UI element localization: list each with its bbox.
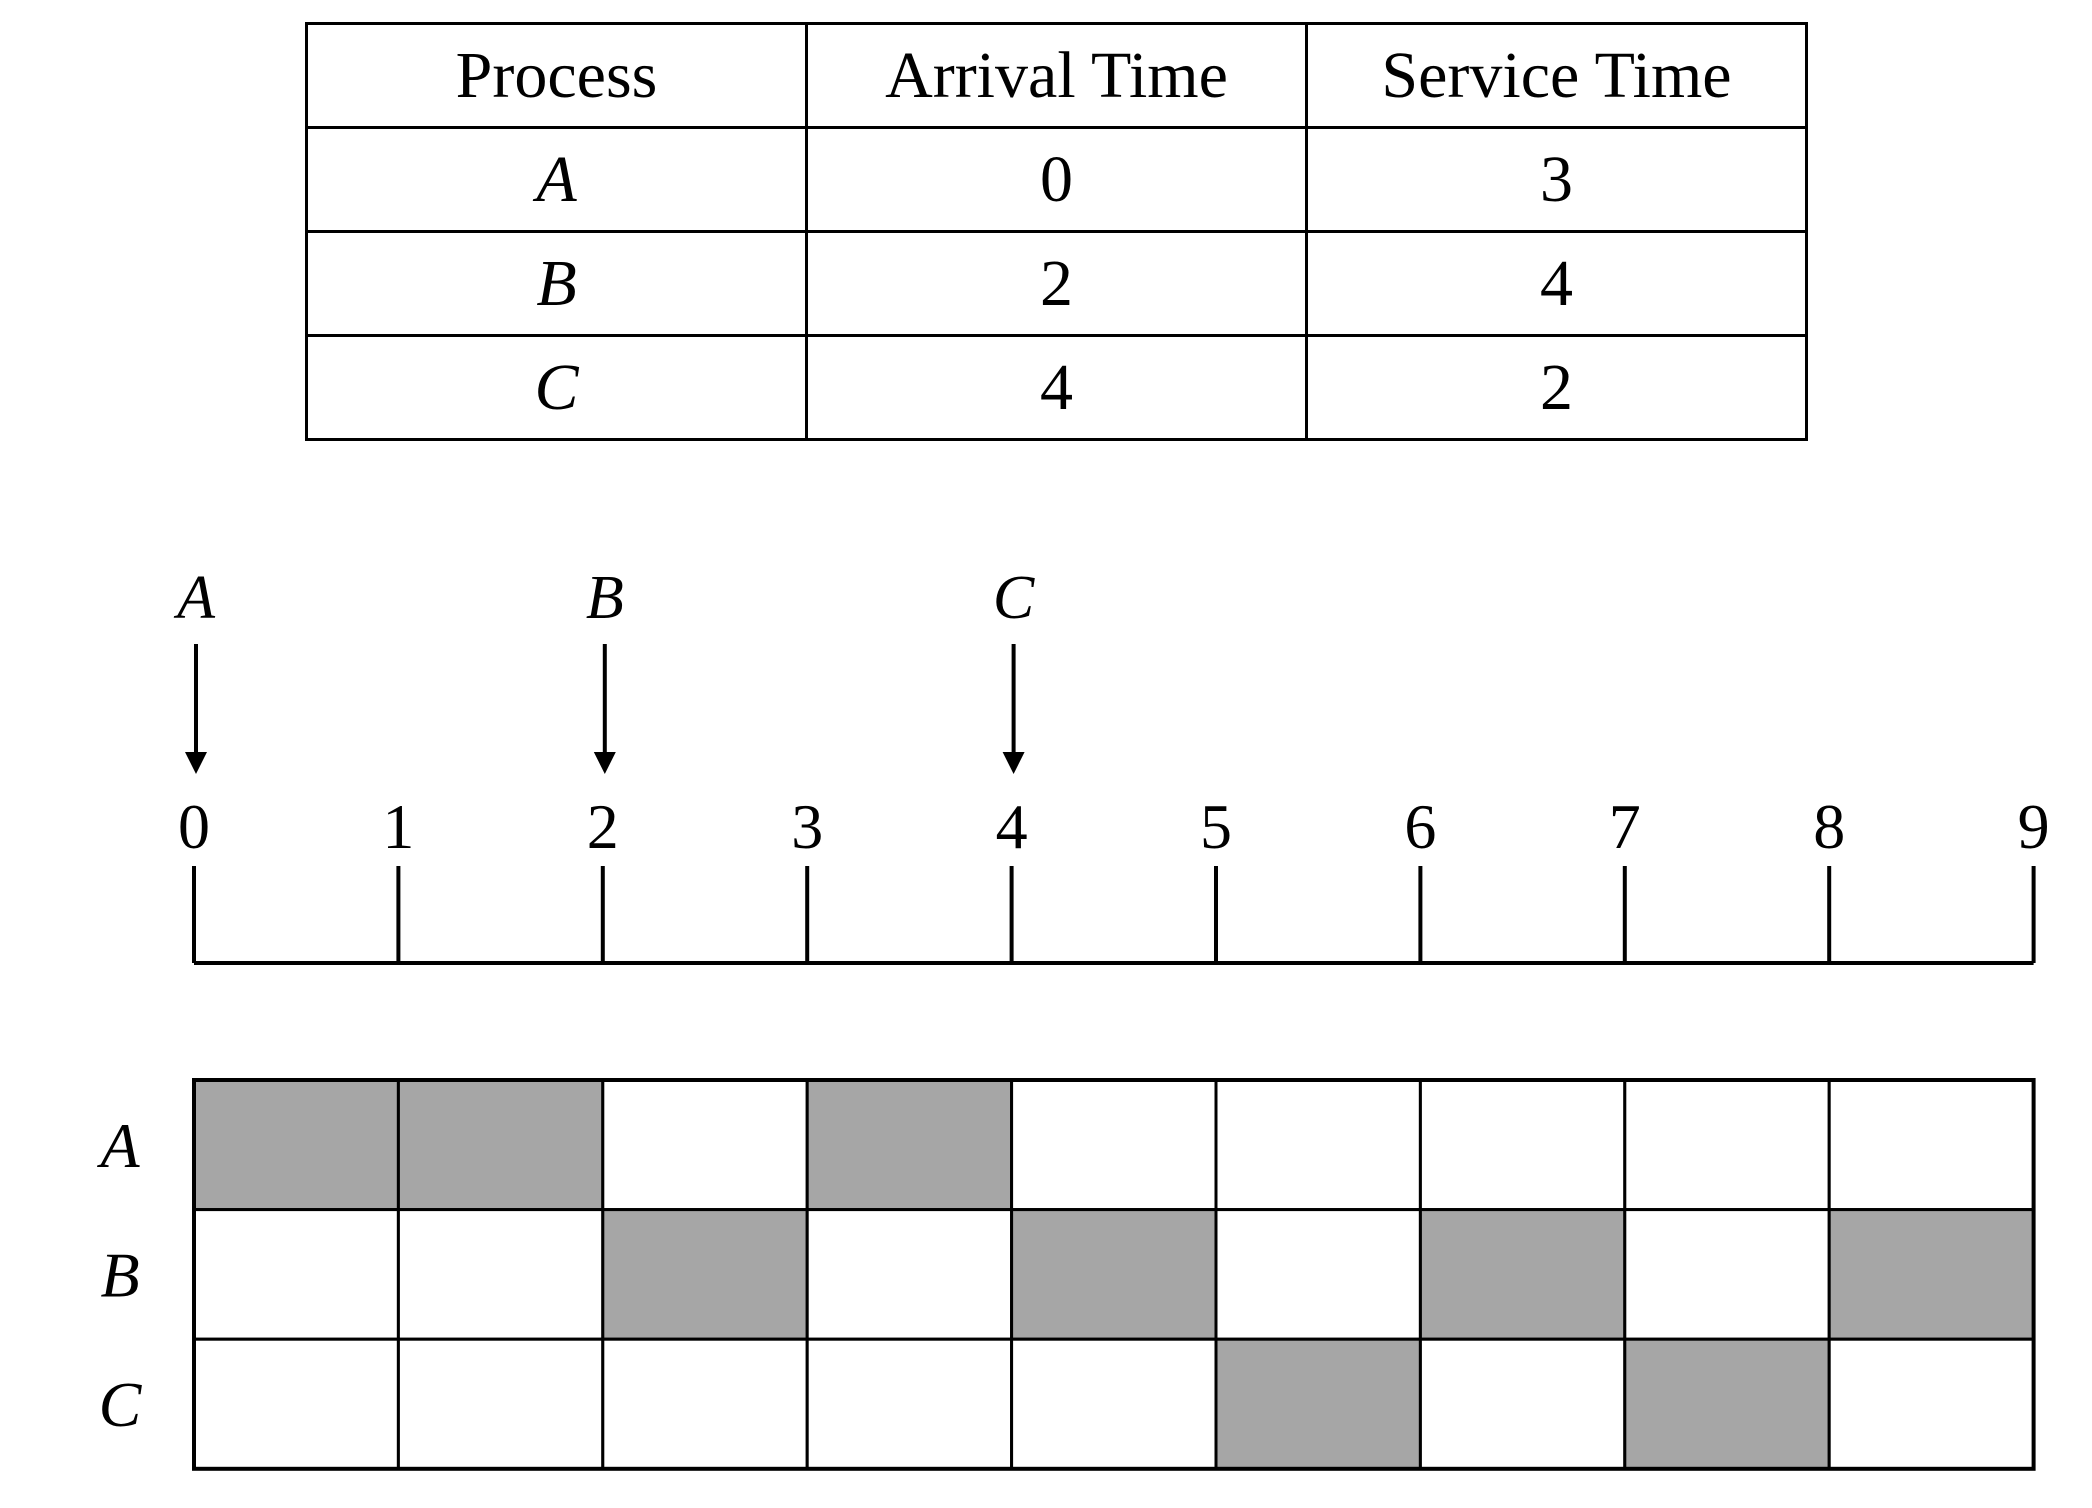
table-row: A 0 3 (305, 126, 1808, 233)
tick-label: 9 (2018, 791, 2050, 862)
gantt-cell-running (396, 1078, 605, 1212)
process-name: C (305, 334, 808, 441)
process-table: Process Arrival Time Service Time A 0 3 … (305, 22, 1808, 441)
tick-label: 5 (1200, 791, 1232, 862)
service-time: 3 (1305, 126, 1808, 233)
gantt-cell-idle (1010, 1078, 1218, 1212)
gantt-cell-idle (805, 1208, 1014, 1341)
gantt-cell-idle (396, 1208, 605, 1341)
gantt-row-label: A (96, 1110, 140, 1181)
header-arrival-time: Arrival Time (805, 22, 1308, 129)
header-process: Process (305, 22, 808, 129)
gantt-cell-idle (192, 1337, 400, 1471)
gantt-row-label: B (100, 1239, 139, 1310)
gantt-row-label: C (99, 1369, 143, 1440)
tick-label: 0 (178, 791, 210, 862)
tick-label: 3 (791, 791, 823, 862)
arrival-markers: A B C (173, 564, 1035, 774)
gantt-cell-idle (1827, 1078, 2036, 1212)
arrival-time: 2 (805, 230, 1308, 337)
tick-label: 2 (587, 791, 619, 862)
tick-label: 6 (1404, 791, 1436, 862)
gantt-cell-idle (805, 1337, 1014, 1471)
gantt-cell-idle (396, 1337, 605, 1471)
gantt-grid: ABC (96, 1078, 2036, 1471)
arrow-down-icon (185, 752, 207, 774)
gantt-cell-idle (1623, 1078, 1831, 1212)
process-name: B (305, 230, 808, 337)
gantt-cell-idle (1214, 1208, 1422, 1341)
header-service-time: Service Time (1305, 22, 1808, 129)
process-name: A (305, 126, 808, 233)
gantt-cell-idle (1623, 1208, 1831, 1341)
gantt-cell-idle (1214, 1078, 1422, 1212)
gantt-cell-idle (1827, 1337, 2036, 1471)
arrival-time: 4 (805, 334, 1308, 441)
tick-label: 4 (996, 791, 1028, 862)
gantt-cell-idle (601, 1337, 809, 1471)
arrow-down-icon (593, 752, 616, 774)
service-time: 2 (1305, 334, 1808, 441)
service-time: 4 (1305, 230, 1808, 337)
gantt-cell-idle (601, 1078, 809, 1212)
arrival-time: 0 (805, 126, 1308, 233)
gantt-cell-running (192, 1078, 400, 1212)
gantt-cell-idle (1418, 1078, 1627, 1212)
arrow-down-icon (1002, 752, 1025, 774)
tick-label: 7 (1609, 791, 1641, 862)
table-row: B 2 4 (305, 230, 1808, 337)
arrival-label: B (586, 564, 624, 632)
arrival-label: C (993, 564, 1035, 632)
gantt-cell-running (601, 1208, 809, 1341)
gantt-border (192, 1078, 2036, 1471)
gantt-cell-running (1418, 1208, 1627, 1341)
gantt-cell-running (1010, 1208, 1218, 1341)
tick-label: 8 (1813, 791, 1845, 862)
gantt-cell-idle (1010, 1337, 1218, 1471)
gantt-cell-idle (1418, 1337, 1627, 1471)
timeline-axis: 0 1 2 3 4 5 6 7 8 9 (178, 791, 2050, 965)
table-header-row: Process Arrival Time Service Time (305, 22, 1808, 129)
gantt-cell-running (1623, 1337, 1831, 1471)
table-row: C 4 2 (305, 334, 1808, 441)
arrival-label: A (173, 564, 216, 632)
gantt-cell-running (1214, 1337, 1422, 1471)
tick-label: 1 (382, 791, 414, 862)
gantt-cell-idle (192, 1208, 400, 1341)
gantt-cell-running (1827, 1208, 2036, 1341)
gantt-cell-running (805, 1078, 1014, 1212)
